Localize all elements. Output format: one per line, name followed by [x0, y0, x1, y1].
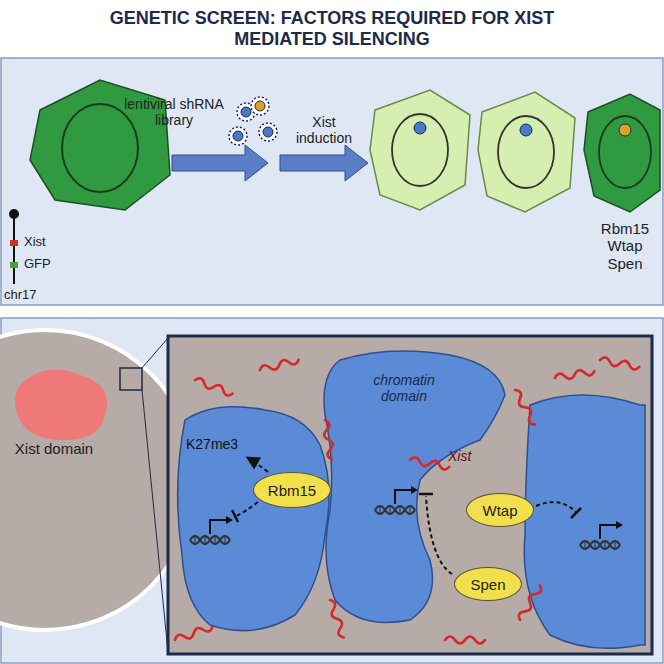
hit-list: Rbm15 Wtap Spen	[596, 220, 654, 272]
factor-ellipse: Spen	[454, 567, 522, 601]
factor-name: Spen	[470, 576, 505, 593]
factor-name: Wtap	[482, 502, 517, 519]
factor-ellipse: Rbm15	[253, 472, 331, 508]
region-label: chromatin domain	[356, 372, 452, 404]
region-label: Xist domain	[4, 440, 104, 457]
rna-label: Xist	[448, 448, 488, 464]
step-label: Xist induction	[283, 114, 365, 146]
chromosome-label: chr17	[4, 288, 54, 303]
mark-label: K27me3	[186, 436, 250, 452]
factor-name: Rbm15	[268, 482, 316, 499]
title: GENETIC SCREEN: FACTORS REQUIRED FOR XIS…	[92, 8, 572, 49]
factor-ellipse: Wtap	[466, 493, 534, 527]
gene-label: Xist	[24, 235, 64, 250]
step-label: lentiviral shRNA library	[120, 96, 228, 128]
gene-label: GFP	[24, 257, 64, 272]
